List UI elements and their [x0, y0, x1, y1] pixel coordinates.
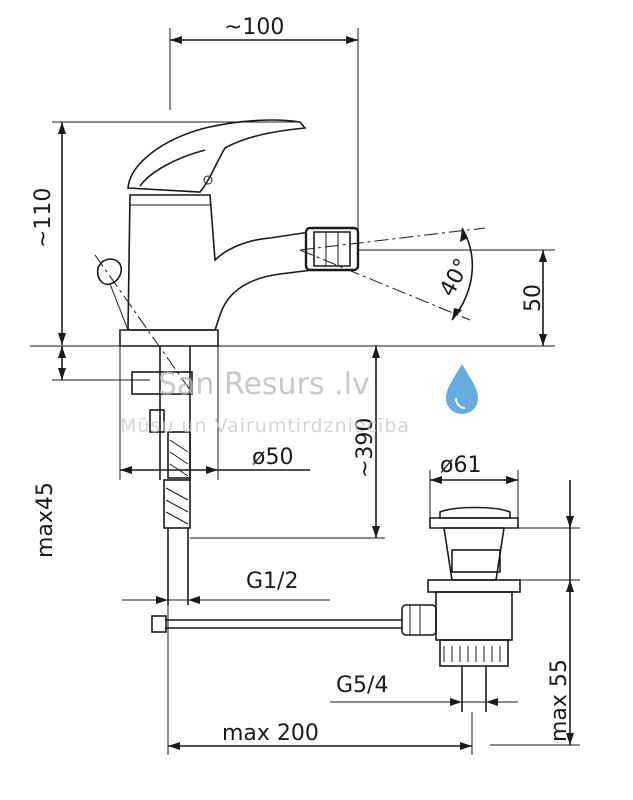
drop-highlight — [455, 397, 466, 409]
dimension-height: ~110 — [31, 121, 300, 345]
faucet-body — [94, 119, 360, 391]
watermark-tagline: Mūsu un Vairumtirdzniecība — [120, 415, 410, 437]
dimension-waste-thread: G5/4 — [330, 673, 518, 706]
label-inlet-thread: G1/2 — [246, 569, 298, 594]
label-outlet-height: 50 — [521, 284, 546, 312]
water-drop-icon — [446, 364, 478, 414]
label-hose-length: ~390 — [353, 418, 378, 478]
dimension-waste-diameter: ø61 — [429, 453, 519, 518]
dimension-rod-length: max 200 — [167, 605, 473, 755]
dimension-max-thickness: max45 — [33, 346, 150, 558]
waste-assembly — [151, 506, 521, 712]
dimension-inlet-thread: G1/2 — [122, 569, 330, 604]
label-waste-depth: max 55 — [547, 659, 572, 742]
label-base-diameter: ø50 — [252, 445, 293, 470]
label-waste-thread: G5/4 — [336, 673, 388, 698]
shank-assembly — [131, 346, 193, 605]
dimension-waste-depth: max 55 — [490, 580, 580, 746]
watermark: San Resurs .lv Mūsu un Vairumtirdzniecīb… — [120, 364, 478, 437]
dimension-hose-length: ~390 — [190, 346, 385, 539]
dimension-flange — [518, 480, 580, 592]
label-waste-diameter: ø61 — [440, 453, 481, 478]
label-spout-reach: ~100 — [224, 15, 284, 40]
dimension-base-diameter: ø50 — [119, 346, 310, 480]
label-angle: 40° — [435, 255, 475, 301]
label-rod-length: max 200 — [222, 721, 319, 746]
label-max-thickness: max45 — [33, 482, 58, 558]
label-height: ~110 — [31, 188, 56, 248]
dimension-outlet-height: 50 — [30, 250, 555, 347]
dimension-spout-reach: ~100 — [169, 15, 359, 235]
watermark-brand: San Resurs .lv — [158, 367, 370, 402]
